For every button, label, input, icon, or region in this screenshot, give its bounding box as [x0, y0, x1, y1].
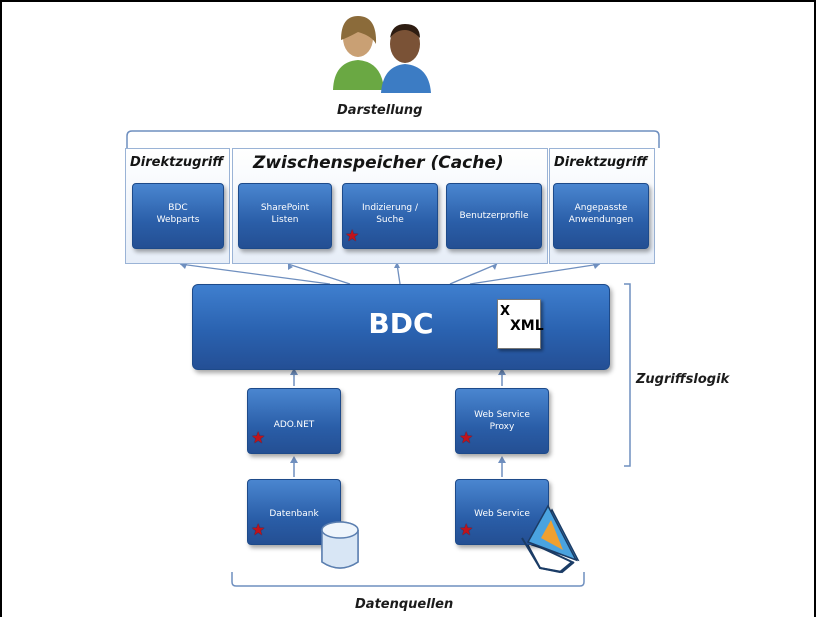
box-ado-net: ADO.NET: [247, 388, 341, 454]
box-indizierung-suche: Indizierung / Suche: [342, 183, 438, 249]
panel-title-direktzugriff-left: Direktzugriff: [130, 155, 224, 170]
box-datenbank: Datenbank: [247, 479, 341, 545]
arrow-to-sharepoint: [287, 263, 351, 285]
xml-text-glyph: XML: [510, 318, 544, 334]
box-label: Datenbank: [269, 509, 319, 519]
bdc-block: BDC X XML: [192, 284, 610, 370]
users-icon: [333, 16, 431, 93]
top-bracket: [126, 130, 660, 148]
zugriffslogik-label: Zugriffslogik: [636, 372, 730, 387]
bdc-title: BDC: [368, 307, 434, 340]
star-icon: ★: [459, 428, 474, 447]
star-icon: ★: [251, 520, 266, 539]
panel-title-cache: Zwischenspeicher (Cache): [253, 153, 504, 173]
box-angepasste-anwendungen: Angepasste Anwendungen: [553, 183, 649, 249]
box-label: SharePoint Listen: [260, 203, 310, 225]
star-icon: ★: [251, 428, 266, 447]
arrow-to-benutzerprofile: [449, 263, 498, 285]
vertical-arrowheads: [290, 368, 506, 463]
bdc-output-arrows: [179, 263, 601, 285]
box-label: BDC Webparts: [156, 203, 200, 225]
arrow-to-angepasste: [469, 263, 601, 285]
box-label: Web Service Proxy: [474, 410, 530, 432]
xml-document-icon: X XML: [497, 299, 544, 349]
box-benutzerprofile: Benutzerprofile: [446, 183, 542, 249]
box-web-service-proxy: Web Service Proxy: [455, 388, 549, 454]
right-bracket: [624, 283, 631, 467]
box-label: Angepasste Anwendungen: [568, 203, 634, 225]
box-label: Web Service: [474, 509, 530, 519]
star-icon: ★: [459, 520, 474, 539]
arrow-to-webparts: [179, 263, 331, 285]
box-label: Indizierung / Suche: [361, 203, 419, 225]
bdc-output-arrowheads: [180, 262, 600, 270]
box-label: ADO.NET: [273, 420, 315, 430]
star-icon: ★: [345, 226, 360, 245]
darstellung-label: Darstellung: [337, 103, 423, 118]
xml-x-glyph: X: [500, 304, 511, 319]
box-label: Benutzerprofile: [459, 211, 529, 221]
bottom-bracket: [231, 572, 585, 587]
panel-title-direktzugriff-right: Direktzugriff: [554, 155, 648, 170]
datenquellen-label: Datenquellen: [355, 597, 454, 612]
box-sharepoint-listen: SharePoint Listen: [238, 183, 332, 249]
box-bdc-webparts: BDC Webparts: [132, 183, 224, 249]
